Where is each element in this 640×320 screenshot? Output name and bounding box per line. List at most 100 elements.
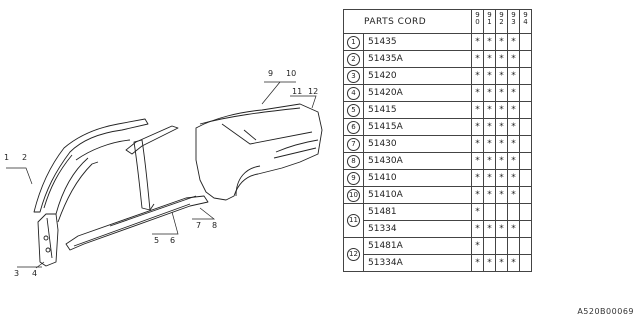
diagram-reference-code: A520B00069 — [577, 307, 634, 316]
table-row: 51334A**** — [344, 254, 532, 272]
year-applicability-cell: * — [471, 67, 484, 85]
year-applicability-cell: * — [495, 186, 508, 204]
year-applicability-cell — [519, 67, 532, 85]
rear-quarter-panel — [195, 103, 323, 201]
year-applicability-cell: * — [507, 169, 520, 187]
part-code: 51410 — [363, 169, 472, 187]
ref-number-circle: 4 — [347, 86, 360, 100]
year-applicability-cell — [507, 203, 520, 221]
part-code: 51334 — [363, 220, 472, 238]
year-applicability-cell — [495, 203, 508, 221]
year-applicability-cell: * — [483, 186, 496, 204]
callout-3: 3 — [14, 269, 19, 278]
part-code: 51481A — [363, 237, 472, 255]
ref-number-circle: 7 — [347, 137, 360, 151]
ref-number-circle: 3 — [347, 69, 360, 83]
callout-8: 8 — [212, 221, 217, 230]
year-applicability-cell — [519, 135, 532, 153]
year-applicability-cell — [519, 33, 532, 51]
year-applicability-cell — [483, 237, 496, 255]
year-applicability-cell: * — [507, 50, 520, 68]
year-applicability-cell: * — [507, 186, 520, 204]
part-code: 51420A — [363, 84, 472, 102]
year-applicability-cell: * — [495, 67, 508, 85]
ref-number-circle: 9 — [347, 171, 360, 185]
year-applicability-cell: * — [483, 135, 496, 153]
front-pillar-part — [37, 213, 59, 267]
part-code: 51430 — [363, 135, 472, 153]
year-applicability-cell: * — [471, 152, 484, 170]
callout-4: 4 — [32, 269, 37, 278]
year-applicability-cell: * — [471, 220, 484, 238]
year-applicability-cell: * — [507, 67, 520, 85]
year-applicability-cell: * — [483, 254, 496, 272]
year-applicability-cell: * — [471, 84, 484, 102]
roof-rail-part — [33, 118, 149, 213]
year-applicability-cell: * — [483, 50, 496, 68]
year-applicability-cell: * — [495, 135, 508, 153]
year-applicability-cell — [519, 152, 532, 170]
ref-number-circle: 11 — [347, 214, 360, 227]
ref-number-circle: 8 — [347, 154, 360, 168]
year-applicability-cell — [519, 203, 532, 221]
ref-number: 4 — [343, 84, 364, 102]
part-code: 51415A — [363, 118, 472, 136]
year-applicability-cell: * — [471, 101, 484, 119]
year-applicability-cell: * — [507, 254, 520, 272]
year-applicability-cell — [519, 186, 532, 204]
year-applicability-cell — [495, 237, 508, 255]
year-applicability-cell: * — [471, 237, 484, 255]
year-applicability-cell: * — [495, 50, 508, 68]
year-applicability-cell: * — [507, 33, 520, 51]
year-applicability-cell: * — [483, 101, 496, 119]
year-applicability-cell: * — [483, 33, 496, 51]
ref-number: 12 — [343, 237, 364, 272]
year-applicability-cell: * — [495, 152, 508, 170]
ref-number: 10 — [343, 186, 364, 204]
ref-number-circle: 5 — [347, 103, 360, 117]
table-row: 51334**** — [344, 220, 532, 238]
part-code: 51334A — [363, 254, 472, 272]
part-code: 51435 — [363, 33, 472, 51]
year-applicability-cell: * — [471, 33, 484, 51]
callout-9: 9 — [268, 69, 273, 78]
parts-cord-header: PARTS CORD — [343, 9, 472, 34]
year-applicability-cell: * — [483, 84, 496, 102]
ref-number: 2 — [343, 50, 364, 68]
part-code: 51420 — [363, 67, 472, 85]
year-applicability-cell: * — [507, 101, 520, 119]
callout-5: 5 — [154, 236, 159, 245]
parts-diagram: 1 2 3 4 5 6 7 8 9 10 11 12 — [4, 69, 323, 278]
part-code: 51435A — [363, 50, 472, 68]
year-applicability-cell: * — [495, 169, 508, 187]
ref-number-circle: 1 — [347, 35, 360, 49]
part-code: 51481 — [363, 203, 472, 221]
year-applicability-cell: * — [507, 135, 520, 153]
ref-number: 8 — [343, 152, 364, 170]
ref-number-circle: 12 — [347, 248, 360, 261]
year-applicability-cell: * — [495, 33, 508, 51]
part-code: 51430A — [363, 152, 472, 170]
ref-number: 9 — [343, 169, 364, 187]
year-applicability-cell — [519, 50, 532, 68]
year-applicability-cell — [519, 118, 532, 136]
year-applicability-cell: * — [495, 118, 508, 136]
callout-2: 2 — [22, 153, 27, 162]
ref-number: 6 — [343, 118, 364, 136]
year-applicability-cell: * — [471, 118, 484, 136]
year-applicability-cell: * — [495, 220, 508, 238]
